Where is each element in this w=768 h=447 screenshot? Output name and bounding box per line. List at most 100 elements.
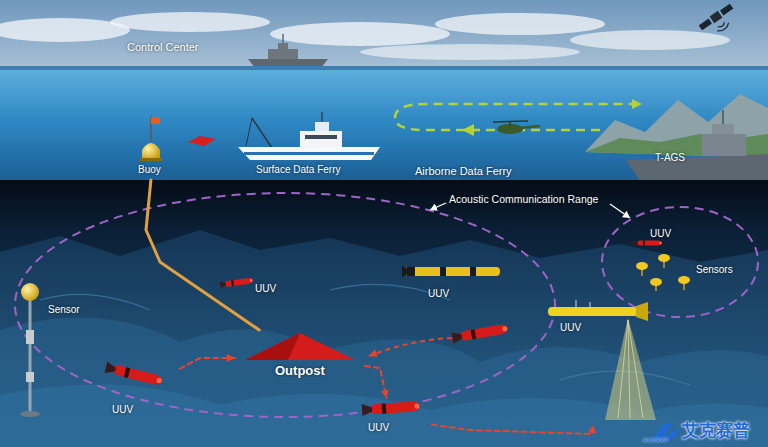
node-label: UUV (560, 322, 581, 334)
sensor-field-part (658, 254, 670, 262)
air-ferry-node: Airborne Data Ferry (412, 163, 515, 180)
sea-surface (0, 66, 768, 182)
drone-part (188, 136, 216, 146)
route-arrow (432, 425, 593, 434)
red-uuvs (104, 240, 662, 416)
ferry-node: Surface Data Ferry (232, 112, 384, 178)
range-leaders-part (610, 204, 630, 218)
sensor-field (636, 254, 690, 291)
sonar-beam-part (618, 320, 628, 418)
buoy-part (151, 117, 160, 124)
red-uuvs-part (104, 361, 163, 387)
sonar-beam-part (628, 320, 630, 418)
buoy-node: Buoy (134, 116, 174, 180)
sky (0, 0, 768, 70)
helicopter-part (493, 121, 528, 122)
sensor-mooring (20, 283, 40, 417)
red-uuvs-part (633, 240, 662, 246)
uuv-node: UUV (400, 262, 505, 302)
tether-line (146, 180, 259, 330)
sky-part (570, 30, 730, 50)
control-ship-part (268, 49, 298, 59)
surface-ferry-part (315, 122, 329, 131)
survey-ship-part (712, 124, 734, 134)
sensor-node: Sensors (693, 262, 736, 278)
surface-ferry (238, 112, 380, 160)
sky-part (360, 44, 580, 60)
sky-part (110, 12, 270, 32)
acoustic-range (15, 193, 758, 417)
sensor-mooring-part (26, 372, 34, 382)
surface-ferry-part (246, 118, 252, 146)
surface-ferry-part (252, 118, 272, 148)
sensor-mooring-part (29, 300, 32, 412)
helicopter (493, 121, 540, 134)
surface-ferry-part (244, 152, 374, 155)
survey-ship (626, 110, 768, 181)
sonar-beam (605, 318, 656, 420)
torpedo-uuv-part (440, 267, 446, 276)
torpedo-uuv-part (407, 267, 415, 276)
node-label: UUV (650, 228, 671, 240)
torpedo-uuv (402, 266, 500, 277)
outpost-node: Outpost (235, 330, 365, 386)
sensor-node: Sensor (18, 282, 83, 418)
uuv-node: UUV (350, 398, 432, 440)
yellow-uuv-part (576, 300, 577, 307)
yellow-uuv-part (636, 302, 648, 321)
node-label: Buoy (138, 164, 161, 176)
red-uuvs-part (451, 323, 508, 344)
sea-surface-part (0, 66, 768, 70)
drone (188, 136, 216, 146)
connectors (146, 180, 593, 434)
range-leaders (430, 203, 630, 218)
sensor-mooring-part (21, 283, 39, 301)
torpedo-uuv-part (402, 266, 408, 277)
uuv-node: UUV (630, 227, 680, 252)
torpedo-uuv-part (470, 267, 476, 276)
helicopter-part (497, 124, 523, 134)
control-ship-part (278, 43, 288, 49)
survey-ship-part (702, 134, 746, 156)
coast-mountains (585, 94, 768, 158)
node-label: Outpost (275, 364, 325, 379)
deep-water-part (0, 230, 768, 447)
sensor-field-part (678, 276, 690, 284)
node-label: Surface Data Ferry (256, 164, 340, 176)
red-uuvs-part (220, 277, 253, 288)
buoy-part (140, 158, 162, 161)
ship-node: T-AGS (652, 150, 689, 166)
range-leaders-part (430, 203, 446, 210)
uuv-node: UUV (540, 300, 660, 425)
sonar-beam-part (628, 320, 643, 418)
surface-ferry-part (305, 135, 337, 139)
acoustic-range-part (602, 207, 758, 317)
deep-water (0, 180, 768, 447)
node-label: UUV (428, 288, 449, 300)
outpost-pyramid-part (245, 333, 300, 360)
control-ship (248, 34, 328, 68)
helicopter-part (509, 122, 511, 125)
surface-ferry-part (321, 112, 322, 122)
sea-surface-part (0, 66, 768, 182)
acoustic-range-part (15, 193, 555, 417)
route-arrow (365, 366, 387, 398)
uuv-node: UUV (100, 362, 180, 418)
buoy-part (142, 143, 160, 160)
route-arrow (180, 358, 235, 369)
node-label: UUV (255, 283, 276, 295)
sonar-beam-part (605, 318, 656, 420)
airborne-loop-part (462, 124, 474, 136)
buoy (140, 116, 162, 161)
deep-water-part (0, 180, 768, 447)
yellow-uuv-part (548, 307, 638, 316)
satellite-part (720, 4, 733, 16)
survey-ship-part (722, 110, 724, 124)
sky-part (270, 22, 450, 46)
outpost-pyramid-part (245, 333, 355, 360)
survey-ship-part (626, 154, 768, 181)
outpost-pyramid (245, 333, 355, 360)
